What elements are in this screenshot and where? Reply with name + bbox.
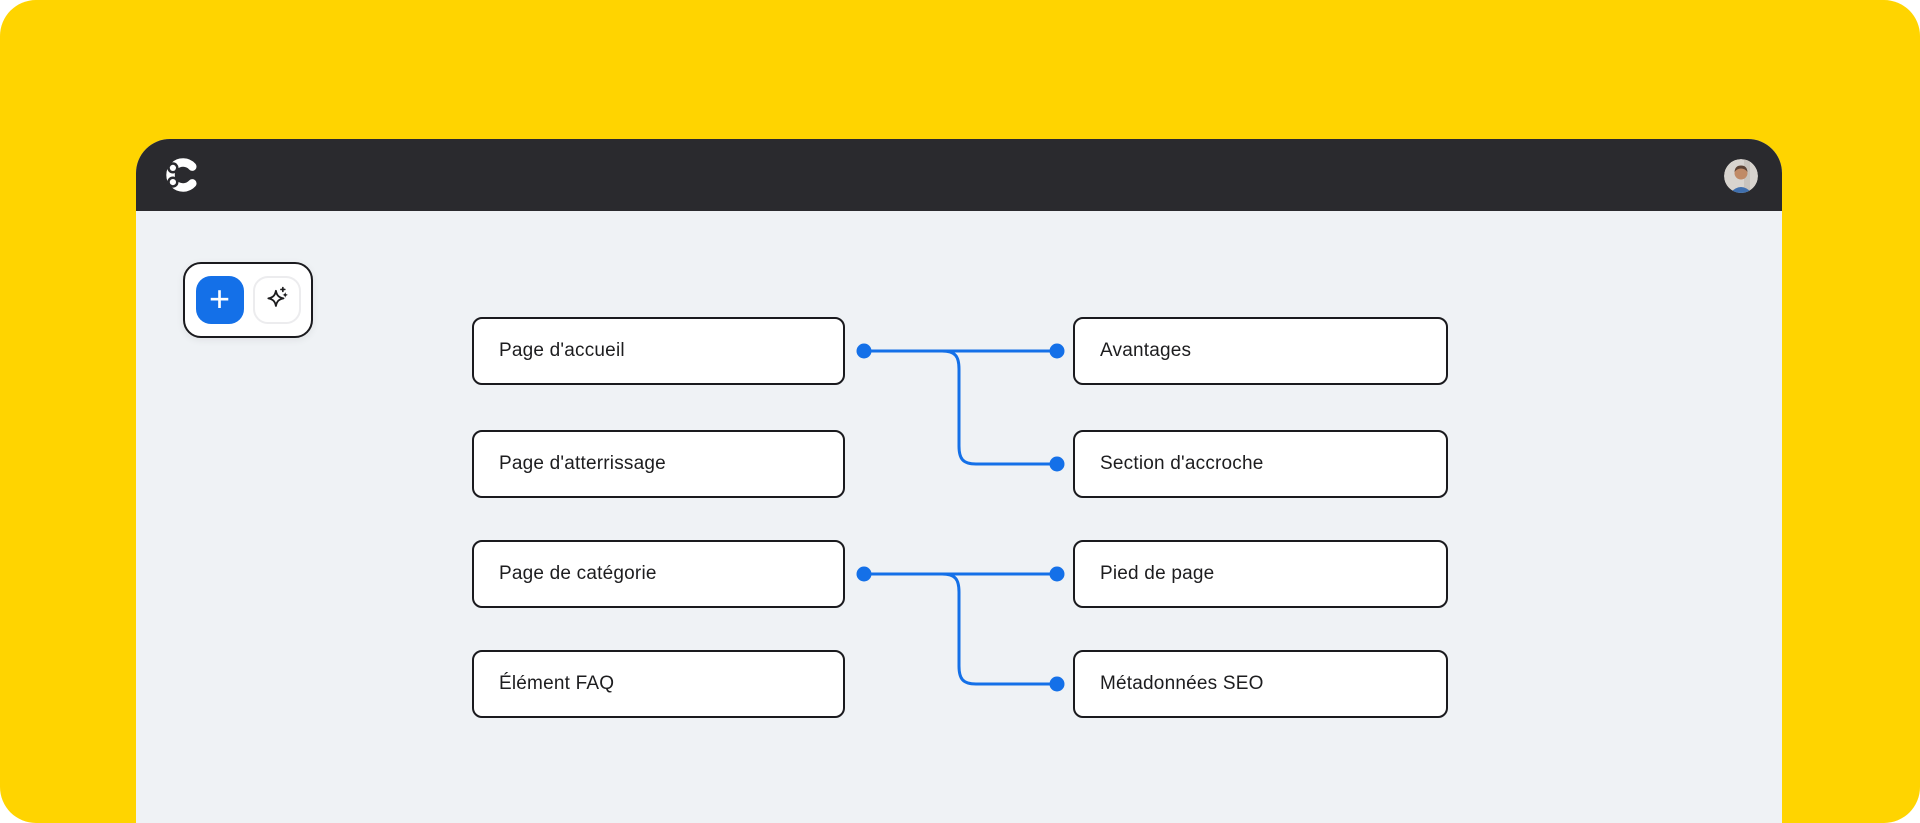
contentful-logo-icon[interactable]	[163, 155, 203, 195]
user-avatar[interactable]	[1724, 159, 1758, 193]
connector-dot[interactable]	[1049, 566, 1065, 582]
node-label: Élément FAQ	[499, 673, 615, 694]
canvas-toolbar: +	[183, 262, 313, 338]
connector-lines	[856, 343, 1065, 692]
sparkles-icon	[264, 286, 290, 315]
connector-accueil-accroche	[940, 349, 1059, 466]
node-page-atterrissage[interactable]: Page d'atterrissage	[472, 430, 845, 498]
app-window: +	[136, 139, 1782, 823]
node-label: Métadonnées SEO	[1100, 673, 1264, 694]
node-label: Section d'accroche	[1100, 453, 1264, 474]
add-node-button[interactable]: +	[195, 276, 244, 324]
connector-dot[interactable]	[1049, 456, 1065, 472]
node-metadonnees-seo[interactable]: Métadonnées SEO	[1073, 650, 1448, 718]
app-header	[136, 139, 1782, 211]
connector-dot[interactable]	[856, 566, 872, 582]
node-page-accueil[interactable]: Page d'accueil	[472, 317, 845, 385]
connector-dot[interactable]	[856, 343, 872, 359]
connector-categorie-metadonnees	[940, 572, 1059, 686]
ai-generate-button[interactable]	[252, 276, 301, 324]
diagram-canvas[interactable]: +	[136, 211, 1782, 823]
connector-dot[interactable]	[1049, 343, 1065, 359]
node-pied-de-page[interactable]: Pied de page	[1073, 540, 1448, 608]
node-label: Page d'accueil	[499, 340, 625, 361]
plus-icon: +	[208, 277, 231, 319]
node-label: Page de catégorie	[499, 563, 657, 584]
node-label: Avantages	[1100, 340, 1192, 361]
connector-dot[interactable]	[1049, 676, 1065, 692]
node-avantages[interactable]: Avantages	[1073, 317, 1448, 385]
node-label: Pied de page	[1100, 563, 1215, 584]
node-section-accroche[interactable]: Section d'accroche	[1073, 430, 1448, 498]
node-label: Page d'atterrissage	[499, 453, 666, 474]
node-element-faq[interactable]: Élément FAQ	[472, 650, 845, 718]
node-page-categorie[interactable]: Page de catégorie	[472, 540, 845, 608]
